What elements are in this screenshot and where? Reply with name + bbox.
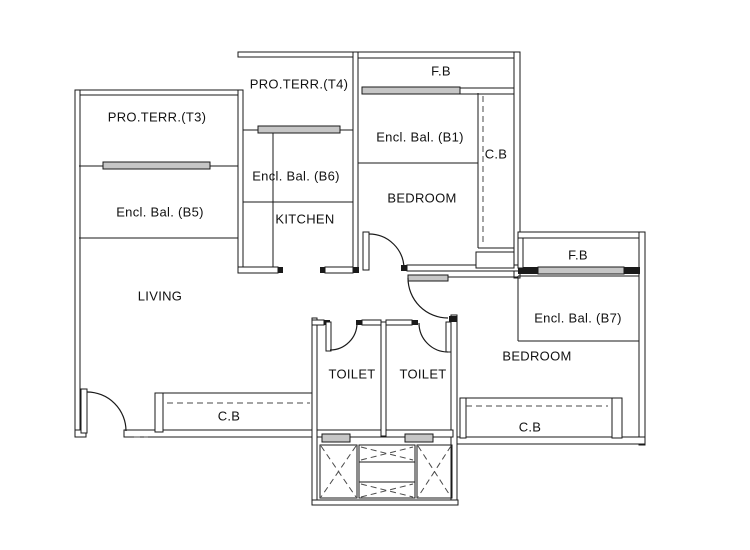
room-label-encl-bal-b1: Encl. Bal. (B1) [376,129,464,145]
toilet1-door [325,321,358,352]
room-label-bedroom-1: BEDROOM [387,190,457,206]
toilet2-door [418,321,452,353]
room-label-encl-bal-b6: Encl. Bal. (B6) [252,168,340,184]
room-label-living: LIVING [137,288,183,304]
passage-door [407,274,449,319]
service-shaft [319,444,453,499]
window-fb-top [361,86,461,95]
bedroom1-door-swing-arc [368,233,405,270]
room-label-cb-bedroom2: C.B [518,419,542,435]
window-terrace-t4 [257,125,341,134]
toilet1-door-leaf [325,321,332,352]
window-fb-right [537,266,625,275]
room-label-toilet-2: TOILET [399,366,447,382]
room-label-cb-living: C.B [217,408,241,424]
shaft-cell-left [319,444,358,499]
toilet2-door-swing-arc [418,322,449,353]
room-label-cb-strip: C.B [484,146,508,162]
entrance-door [80,388,127,434]
doors [80,231,452,434]
partition-lines [79,93,639,399]
shaft-cell-right [416,444,453,499]
shaft-cell-middle [358,444,416,499]
room-label-encl-bal-b7: Encl. Bal. (B7) [534,310,622,326]
entrance-door-swing-arc [86,391,127,432]
dashed-guides [134,96,608,438]
entrance-door-leaf [80,388,88,434]
vent-window-toilet-2 [404,433,434,443]
bedroom1-door [362,231,405,271]
windows [102,86,625,443]
exterior-walls [74,51,646,506]
room-label-kitchen: KITCHEN [275,211,335,227]
vent-window-toilet-1 [321,433,351,443]
room-label-bedroom-2: BEDROOM [502,348,572,364]
toilet2-door-leaf [445,321,452,353]
passage-door-leaf [407,274,449,282]
room-label-toilet-1: TOILET [328,366,376,382]
toilet1-door-swing-arc [329,322,358,351]
room-label-fb-right: F.B [568,247,588,263]
room-label-encl-bal-b5: Encl. Bal. (B5) [116,204,204,220]
room-label-pro-terr-t3: PRO.TERR.(T3) [107,109,207,125]
passage-door-swing-arc [407,277,449,319]
interior-walls [154,87,640,439]
room-label-fb-top: F.B [431,63,451,79]
room-label-pro-terr-t4: PRO.TERR.(T4) [249,76,349,92]
bedroom1-door-leaf [362,231,370,271]
window-terrace-t3 [102,161,211,170]
